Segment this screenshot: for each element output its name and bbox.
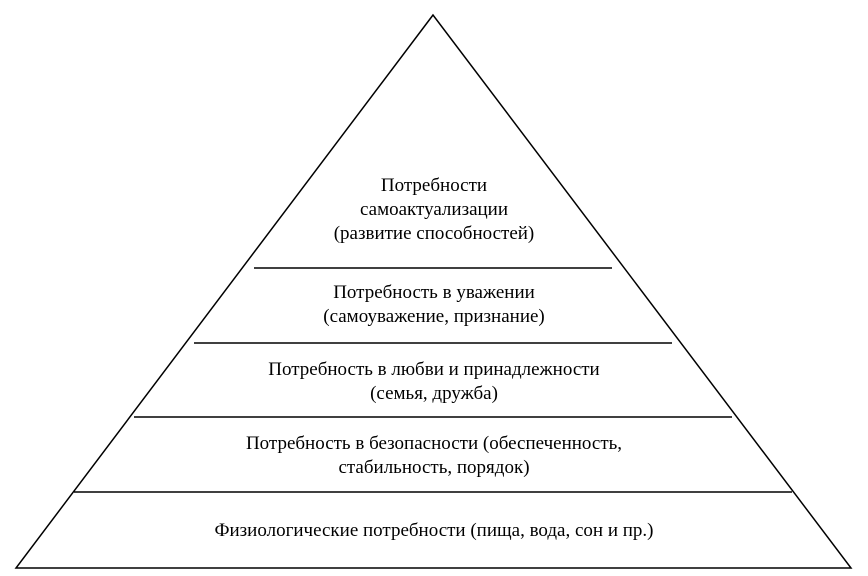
level-self-actualization-line-3: (развитие способностей) [333,223,535,244]
level-physiological: Физиологические потребности (пища, вода,… [0,519,868,543]
level-self-actualization: Потребности самоактуализации (развитие с… [0,174,868,246]
level-esteem-line-2: (самоуважение, признание) [323,306,545,327]
level-love-belonging-line-1: Потребность в любви и принадлежности [268,359,600,380]
pyramid-outline [14,13,853,569]
level-love-belonging-line-2: (семья, дружба) [370,383,498,404]
level-self-actualization-line-1: Потребности [380,175,488,196]
level-self-actualization-line-2: самоактуализации [359,199,509,220]
level-esteem: Потребность в уважении (самоуважение, пр… [0,281,868,329]
level-esteem-line-1: Потребность в уважении [333,282,535,303]
level-safety-line-2: стабильность, порядок) [338,457,530,478]
level-safety: Потребность в безопасности (обеспеченнос… [0,432,868,480]
level-physiological-line-1: Физиологические потребности (пища, вода,… [214,520,654,541]
level-love-belonging: Потребность в любви и принадлежности (се… [0,358,868,406]
level-safety-line-1: Потребность в безопасности (обеспеченнос… [245,433,623,454]
